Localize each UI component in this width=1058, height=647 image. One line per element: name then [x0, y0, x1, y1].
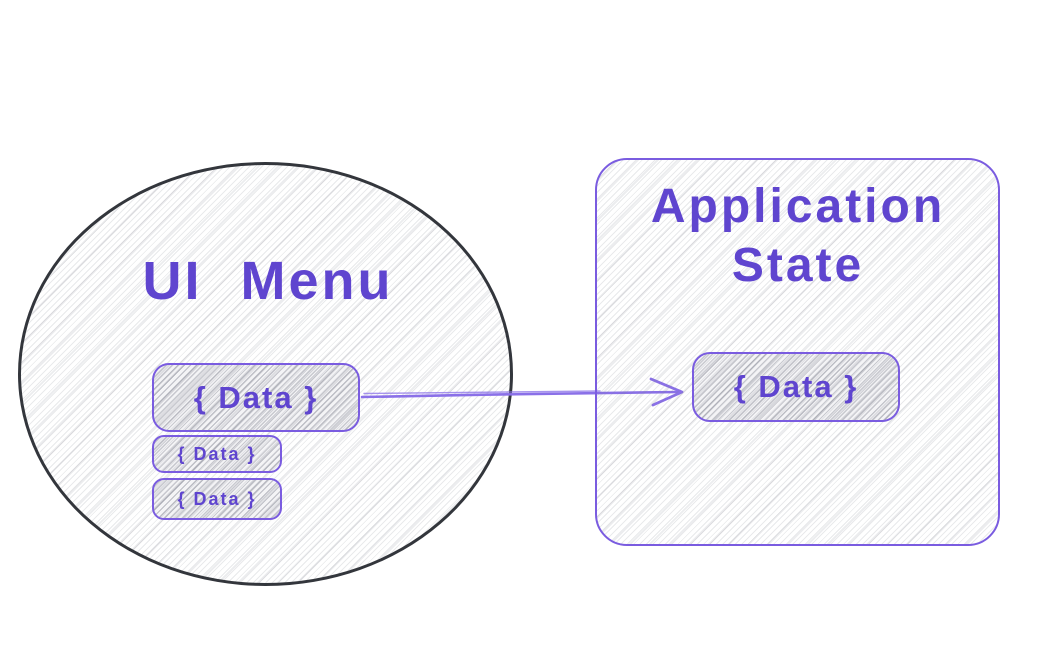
- ui-menu-title: UI Menu: [142, 251, 394, 311]
- data-label: { Data }: [193, 379, 319, 415]
- data-label: { Data }: [733, 369, 859, 404]
- ui-menu-data-item-1: { Data }: [152, 363, 360, 432]
- ui-menu-data-item-2: { Data }: [152, 435, 282, 473]
- ui-menu-data-item-3: { Data }: [152, 478, 282, 520]
- ui-menu-ellipse: [18, 162, 513, 586]
- application-state-data-item: { Data }: [692, 352, 900, 422]
- data-label: { Data }: [177, 443, 257, 464]
- data-label: { Data }: [177, 488, 257, 509]
- application-state-title: Application State: [650, 180, 946, 292]
